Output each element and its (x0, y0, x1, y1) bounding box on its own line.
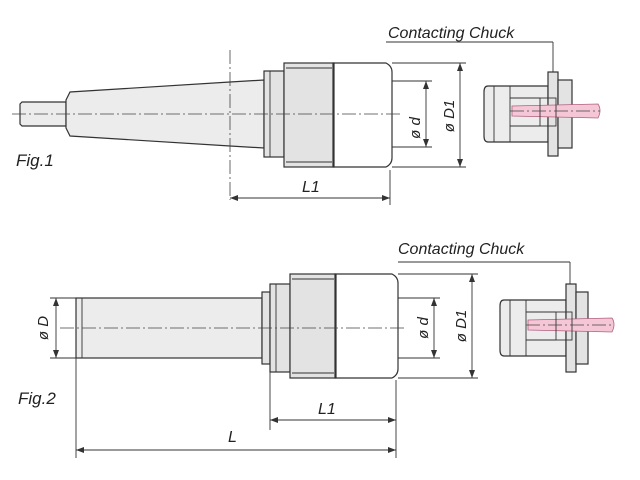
fig2-straight-shank (75, 297, 263, 359)
fig2-contacting-chuck (398, 261, 615, 373)
fig2-dimensions (50, 273, 478, 458)
fig2-tool-holder (60, 273, 404, 379)
fig1-tool-holder (12, 50, 400, 200)
fig1-sleeve (283, 62, 335, 168)
fig1-knurled-nut (332, 62, 393, 168)
fig2-d-label: ø d (415, 317, 432, 339)
fig1-contacting-chuck (386, 41, 601, 157)
fig1-chuck-label: Contacting Chuck (388, 25, 515, 42)
fig2-chuck-label: Contacting Chuck (398, 241, 525, 258)
fig2-l-label: L (228, 429, 237, 446)
fig2-l1-label: L1 (318, 401, 336, 418)
fig1-d-label: ø d (407, 117, 424, 139)
fig1-label: Fig.1 (16, 151, 54, 170)
fig2-label: Fig.2 (18, 389, 56, 408)
fig2-D-label: ø D (35, 316, 52, 340)
fig1-dimensions (230, 62, 466, 205)
fig1-D1-label: ø D1 (441, 100, 458, 133)
fig2-sleeve (289, 273, 337, 379)
fig1-l1-label: L1 (302, 179, 320, 196)
fig2-D1-label: ø D1 (453, 310, 470, 343)
fig2-knurled-nut (334, 273, 399, 379)
